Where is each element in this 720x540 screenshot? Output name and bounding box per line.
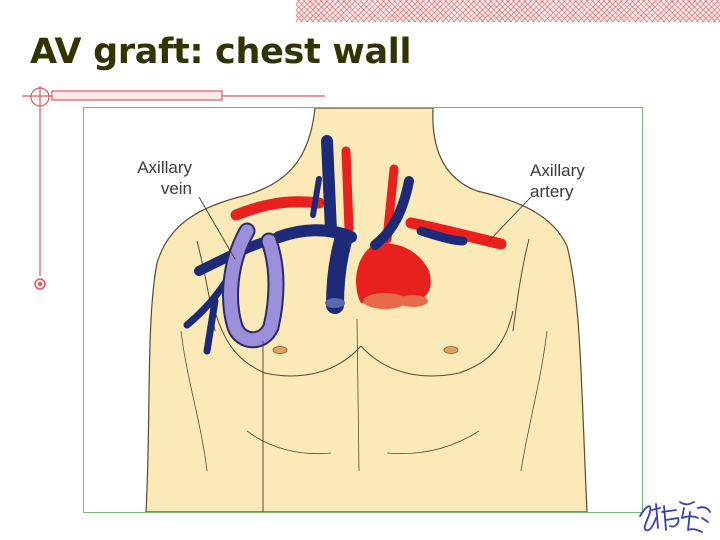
- title-underline-bar: [51, 90, 223, 101]
- left-carotid-artery: [341, 146, 354, 234]
- rule-end-dot: [38, 282, 42, 286]
- left-pectoral-contour: [214, 310, 362, 377]
- aorta-cut-end: [363, 293, 407, 309]
- chest-illustration: [145, 108, 588, 512]
- artery-label-line2: artery: [530, 182, 574, 201]
- right-jugular-vein: [370, 176, 414, 250]
- left-arm-contour: [180, 330, 208, 472]
- left-subclavian-artery: [230, 196, 325, 221]
- brachial-vein-branch: [203, 297, 219, 355]
- right-shoulder-contour: [512, 238, 530, 332]
- anatomy-figure: [83, 107, 643, 513]
- slide-title: AV graft: chest wall: [30, 32, 412, 72]
- right-arm-contour: [520, 330, 548, 472]
- arterial-tree: [230, 146, 507, 250]
- left-nipple: [272, 346, 288, 354]
- header-pattern-band: [296, 0, 720, 22]
- internal-jugular-vein: [321, 135, 337, 237]
- vena-cava-cut-end: [325, 298, 345, 308]
- right-subclavian-vein: [416, 226, 468, 246]
- left-rib-contour: [246, 430, 332, 454]
- cephalic-vein-branch: [183, 279, 229, 329]
- av-graft-loop: [224, 224, 283, 347]
- superior-vena-cava: [326, 232, 352, 314]
- axillary-vein-label: Axillary vein: [128, 157, 192, 199]
- aortic-arch: [356, 243, 431, 303]
- vein-label-line2: vein: [160, 179, 192, 198]
- artery-label-line1: Axillary: [530, 161, 585, 180]
- axillary-artery-label: Axillary artery: [530, 160, 600, 202]
- external-jugular-vein: [310, 176, 322, 218]
- vein-label-line1: Axillary: [137, 158, 192, 177]
- pulmonary-cut-end: [398, 295, 428, 307]
- artery-callout-line: [488, 196, 532, 242]
- handwritten-signature: [639, 501, 711, 533]
- right-pectoral-contour: [360, 310, 514, 377]
- midline-contour: [356, 318, 360, 472]
- right-nipple: [443, 346, 459, 354]
- vein-callout-line: [198, 196, 236, 260]
- axillary-artery: [405, 217, 507, 250]
- crosshair-circle: [30, 87, 50, 107]
- right-rib-contour: [386, 430, 480, 454]
